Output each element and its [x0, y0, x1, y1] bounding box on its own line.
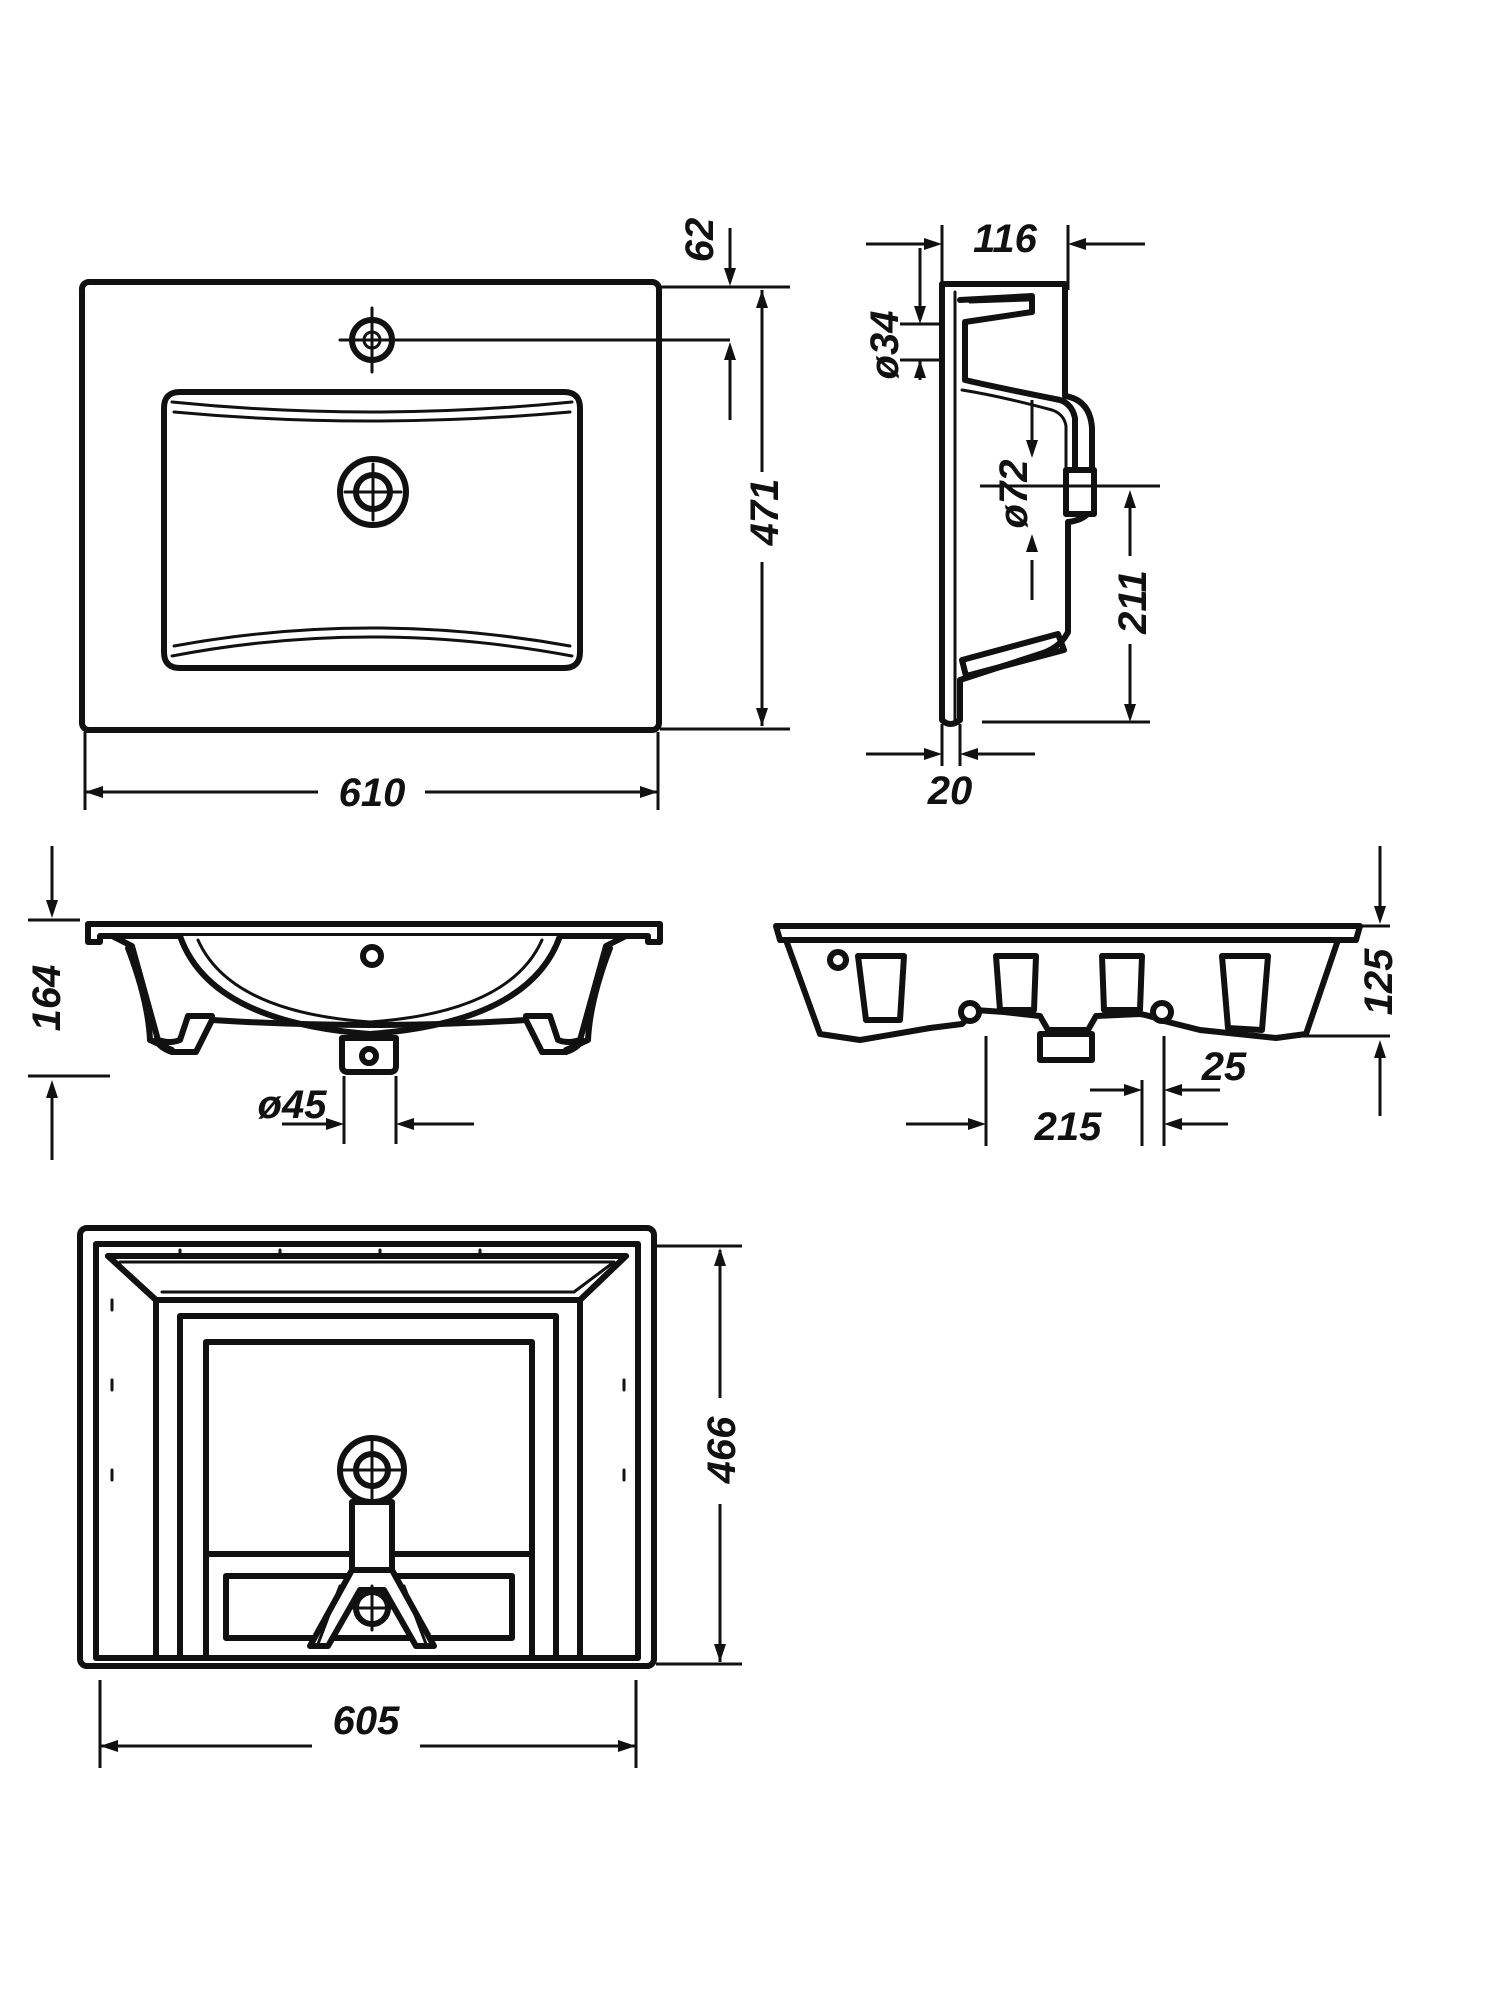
back-rib-4 — [1219, 953, 1271, 1033]
back-rib-2 — [993, 953, 1039, 1013]
back-mount-right — [1150, 1000, 1174, 1024]
bottom-tap-icon — [348, 1584, 396, 1632]
back-rib-3 — [1099, 953, 1145, 1013]
bottom-brace-inner — [316, 1584, 428, 1646]
dim-rim-20: 20 — [927, 769, 973, 813]
bowl-inner-bottom — [170, 635, 574, 658]
overflow-channel-inner — [960, 298, 1068, 472]
dim-height-125: 125 — [1357, 948, 1401, 1015]
overflow-channel — [957, 293, 1078, 473]
dim-width-610: 610 — [339, 771, 406, 815]
back-overflow-icon — [827, 949, 849, 971]
front-base — [209, 1017, 529, 1028]
dim-depth-471: 471 — [743, 479, 787, 547]
dim-height-164: 164 — [25, 965, 69, 1032]
front-rim — [85, 921, 663, 945]
bottom-frame-outer — [93, 1241, 641, 1661]
back-mount-left — [958, 1000, 982, 1024]
bottom-drain-icon — [337, 1435, 407, 1505]
bowl-inner-bottom-2 — [172, 626, 572, 648]
back-view: 125 215 25 — [773, 846, 1401, 1149]
bottom-pipe — [349, 1499, 395, 1577]
top-view: 610 471 62 — [79, 218, 790, 815]
front-view: 164 ø45 — [25, 846, 663, 1160]
bottom-bevel-inner — [118, 1260, 616, 1294]
dim-tap-offset-62: 62 — [678, 218, 722, 263]
dim-spacing-215: 215 — [1034, 1105, 1102, 1149]
bowl-inner-top — [170, 400, 574, 414]
front-left-leg-outline — [125, 945, 175, 1053]
bowl-inner-top-2 — [172, 410, 572, 423]
dim-drain-height-211: 211 — [1111, 570, 1155, 635]
front-bowl — [177, 933, 563, 1037]
bottom-view: 466 605 — [77, 1225, 744, 1768]
back-rim — [773, 923, 1363, 943]
dim-depth-466: 466 — [700, 1416, 744, 1484]
front-drain-outlet — [339, 1035, 399, 1075]
dim-width-605: 605 — [333, 1699, 400, 1743]
side-drain-block — [1063, 467, 1097, 517]
dim-tap-hole-34: ø34 — [863, 311, 907, 380]
dim-depth-116: 116 — [973, 217, 1038, 261]
drain-icon — [337, 456, 409, 528]
back-drain — [1037, 1031, 1095, 1063]
bottom-drain-plate — [203, 1551, 535, 1661]
side-base — [959, 631, 1067, 679]
tap-hole-icon — [338, 306, 406, 374]
front-right-leg-outline — [563, 945, 613, 1053]
front-overflow-icon — [360, 944, 384, 968]
dim-drain-45: ø45 — [258, 1083, 328, 1127]
back-rib-1 — [855, 953, 907, 1023]
side-view: 116 ø34 ø72 211 20 — [863, 217, 1160, 813]
bowl-outline — [161, 389, 583, 671]
dim-width-25: 25 — [1201, 1045, 1247, 1089]
dim-drain-72: ø72 — [992, 460, 1036, 529]
